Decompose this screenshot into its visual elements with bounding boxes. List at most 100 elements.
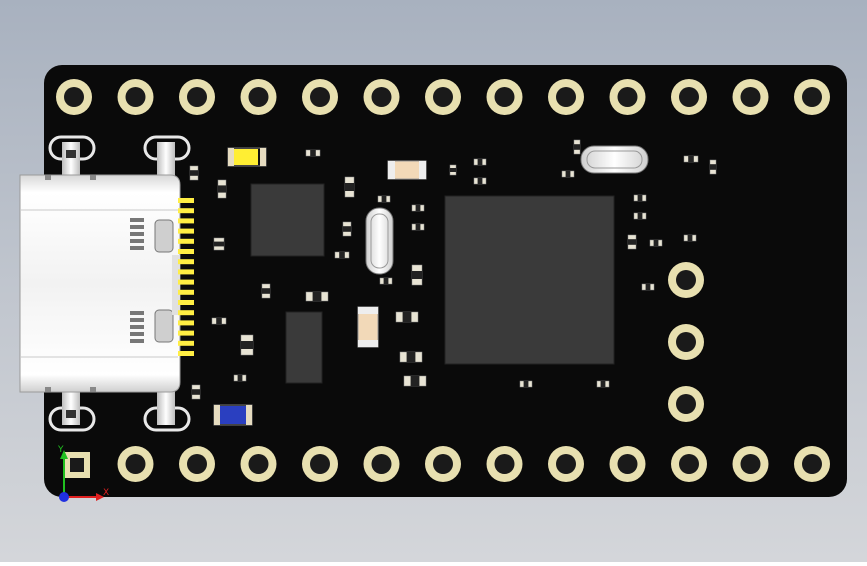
ic-main-microcontroller[interactable] — [444, 195, 615, 365]
header-pad — [425, 79, 461, 115]
usb-c-connector — [19, 174, 181, 393]
smd-component — [709, 159, 717, 175]
usb-pin — [178, 279, 194, 285]
smd-component — [633, 194, 647, 202]
smd-component — [633, 212, 647, 220]
usb-pin — [178, 259, 194, 265]
top-header-pins — [56, 79, 830, 115]
smd-component — [211, 317, 227, 325]
smd-component — [561, 170, 575, 178]
smd-component — [217, 179, 227, 199]
crystal-oscillator-horizontal — [580, 145, 649, 174]
header-pad — [609, 446, 646, 482]
smd-component — [395, 311, 419, 323]
smd-component — [377, 195, 391, 203]
smd-component — [596, 380, 610, 388]
smd-component — [411, 204, 425, 212]
header-pad — [609, 79, 646, 115]
header-pad — [363, 79, 400, 115]
smd-component — [379, 277, 393, 285]
usb-mounting-tabs — [48, 135, 191, 432]
smd-component — [305, 149, 321, 157]
smd-component — [342, 221, 352, 237]
usb-signal-pins — [178, 198, 194, 356]
header-pad — [732, 79, 769, 115]
usb-pin — [178, 320, 194, 326]
smd-component — [411, 223, 425, 231]
smd-component — [399, 351, 423, 363]
usb-pin — [178, 238, 194, 244]
smd-component — [191, 384, 201, 400]
triad-y-label: Y — [57, 445, 64, 455]
pin1-square-hole — [70, 458, 84, 472]
ic-flash-chip — [250, 183, 325, 257]
header-pad — [486, 79, 523, 115]
smd-component — [411, 264, 423, 286]
usb-pin — [178, 218, 194, 224]
coordinate-triad: X Y — [57, 445, 109, 502]
usb-pin — [178, 300, 194, 305]
smd-component — [649, 239, 663, 247]
smd-component — [449, 164, 457, 176]
header-pad — [671, 79, 707, 115]
header-pad — [732, 446, 769, 482]
header-pad — [363, 446, 400, 482]
smd-component — [641, 283, 655, 291]
bottom-header-pins — [117, 446, 830, 482]
usb-pin — [178, 208, 194, 214]
smd-component — [189, 165, 199, 181]
header-pad — [117, 446, 154, 482]
smd-component — [403, 375, 427, 387]
smd-component — [344, 176, 355, 198]
side-pad — [668, 386, 704, 422]
smd-passives — [189, 139, 717, 400]
blue-led — [213, 404, 253, 426]
smd-component — [573, 139, 581, 155]
header-pad — [240, 446, 277, 482]
header-pad — [671, 446, 707, 482]
side-pad — [668, 324, 704, 360]
smd-component — [519, 380, 533, 388]
header-pad — [794, 446, 830, 482]
header-pad — [302, 79, 338, 115]
usb-pin — [178, 330, 194, 336]
smd-component — [473, 158, 487, 166]
smd-component — [683, 234, 697, 242]
smd-component — [473, 177, 487, 185]
triad-x-label: X — [103, 488, 109, 498]
smd-component — [627, 234, 637, 250]
header-pad — [548, 446, 584, 482]
usb-pin — [178, 269, 194, 275]
usb-pin — [178, 310, 194, 316]
side-pins — [668, 262, 704, 422]
header-pad — [486, 446, 523, 482]
header-pad — [179, 79, 215, 115]
header-pad — [548, 79, 584, 115]
smd-component — [233, 374, 247, 382]
passive-components-large — [357, 160, 427, 348]
smd-component — [683, 155, 699, 163]
header-pad — [179, 446, 215, 482]
smd-component — [334, 251, 350, 259]
usb-pin — [178, 249, 194, 254]
header-pad — [56, 79, 92, 115]
usb-pin — [178, 289, 194, 295]
usb-pin — [178, 198, 194, 203]
usb-pin — [178, 351, 194, 356]
side-pad — [668, 262, 704, 298]
smd-component — [240, 334, 254, 356]
smd-component — [305, 291, 329, 302]
header-pad — [794, 79, 830, 115]
header-pad — [240, 79, 277, 115]
crystal-oscillator-vertical — [365, 207, 394, 275]
usb-pin — [178, 228, 194, 234]
smd-component — [213, 237, 225, 251]
header-pad — [117, 79, 154, 115]
header-pad — [302, 446, 338, 482]
usb-pin — [178, 340, 194, 346]
header-pad — [425, 446, 461, 482]
ic-regulator — [285, 311, 323, 384]
smd-component — [261, 283, 271, 299]
yellow-led — [227, 147, 267, 167]
